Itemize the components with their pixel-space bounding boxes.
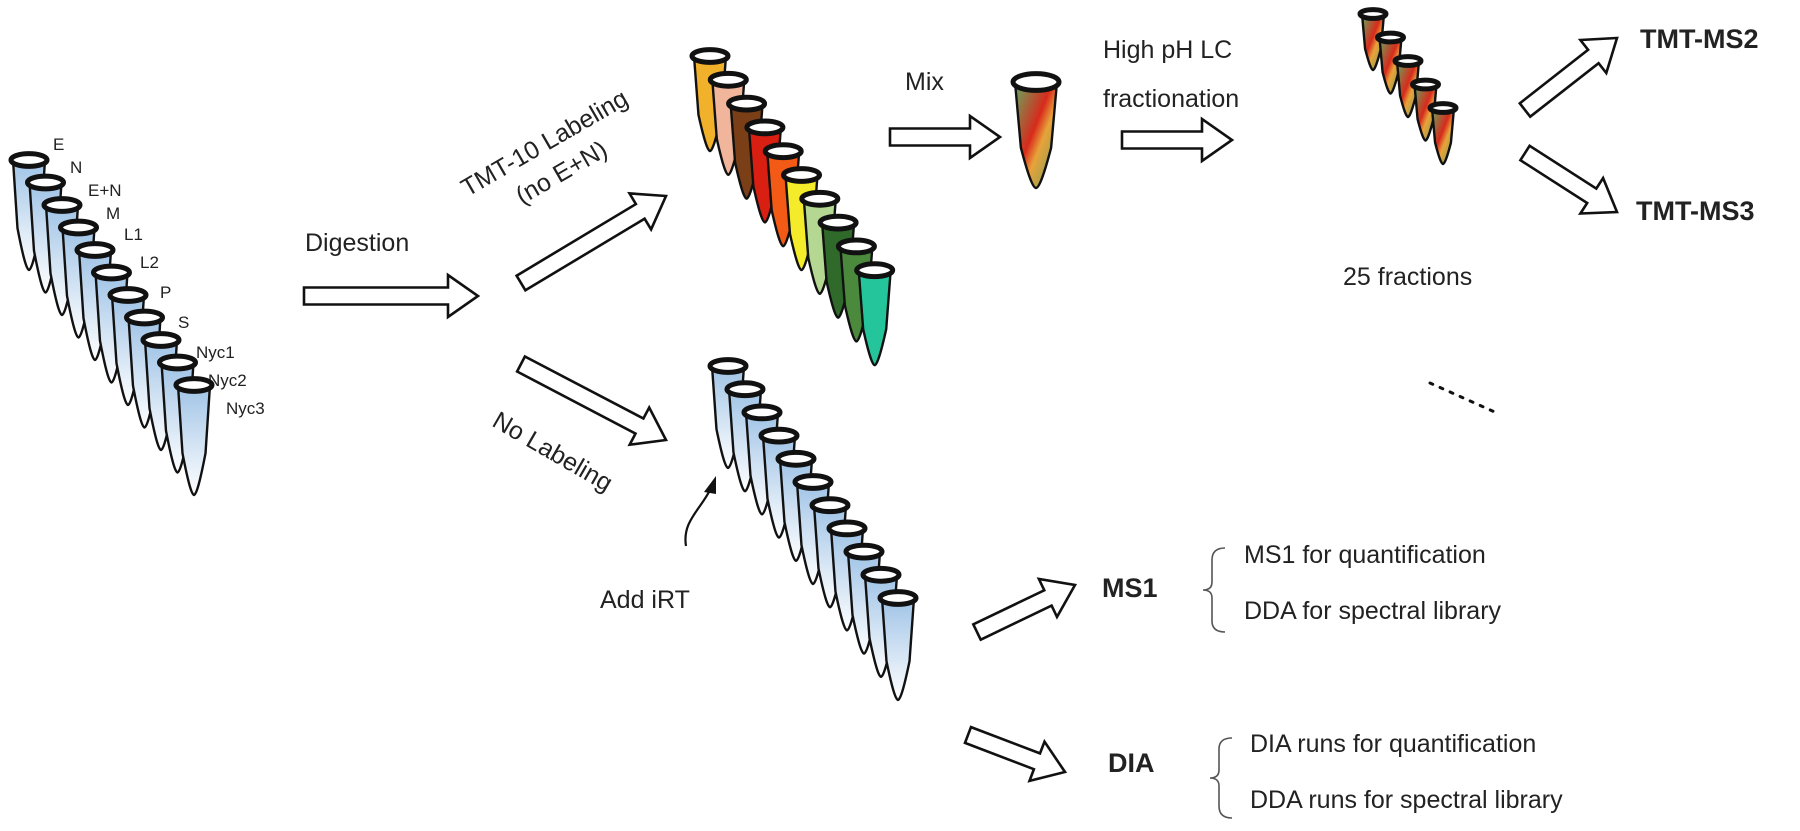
hollow-arrow-icon [302,272,481,320]
sample-label-e: E [53,135,64,154]
hollow-arrow-icon [888,113,1003,161]
mixed-tube [1010,71,1062,190]
hollow-arrow-icon [963,725,1068,783]
microtube-icon [173,376,215,497]
tmt-ms3-label: TMT-MS3 [1636,196,1755,226]
microtube-icon [1010,71,1062,190]
microtube-icon [1410,77,1441,142]
fractions-dots [1428,381,1499,415]
sample-label-p: P [160,283,171,302]
ms1-item-spectral-library: DDA for spectral library [1244,597,1502,625]
hollow-arrow-icon [1518,144,1619,215]
hollow-arrow-icon [1120,116,1235,164]
microtube-icon [854,261,896,367]
fractionation-line1: High pH LC [1103,36,1232,64]
sample-label-m: M [106,204,120,223]
arrows [302,36,1619,783]
sample-tubes [8,151,215,497]
sample-label-nyc2: Nyc2 [208,371,247,390]
ms1-brace-icon [1202,547,1226,633]
no-labeling-label: No Labeling [488,406,618,497]
sample-label-l1: L1 [124,225,143,244]
dia-label: DIA [1108,748,1155,778]
sample-label-s: S [178,313,189,332]
hollow-arrow-icon [515,354,669,447]
microtube-icon [1427,101,1459,166]
sample-label-nyc1: Nyc1 [196,343,235,362]
hollow-arrow-icon [971,577,1078,642]
ms1-item-quantification: MS1 for quantification [1244,541,1486,569]
hollow-arrow-icon [514,191,668,293]
tmt-ms2-label: TMT-MS2 [1640,24,1759,54]
tmt-labeling-label: TMT-10 Labeling (no E+N) [456,84,632,210]
mix-label: Mix [905,68,944,96]
sample-label-n: N [70,158,82,177]
sample-label-l2: L2 [140,253,159,272]
hollow-arrow-icon [1517,36,1619,119]
sample-labels: E N E+N M L1 L2 P S Nyc1 Nyc2 Nyc3 [53,135,265,418]
dia-item-spectral-library: DDA runs for spectral library [1250,786,1563,814]
curved-arrow-icon [684,476,716,547]
dia-item-quantification: DIA runs for quantification [1250,730,1536,758]
dia-brace-icon [1209,737,1233,819]
fraction-tubes [1357,7,1459,166]
no-labeling-text: No Labeling [488,406,618,497]
fractionation-line2: fractionation [1103,85,1239,113]
tmt-labeled-tubes [689,47,896,367]
microtube-icon [877,589,919,702]
sample-label-nyc3: Nyc3 [226,399,265,418]
fractions-count-label: 25 fractions [1343,263,1472,291]
digestion-label: Digestion [305,229,409,257]
ms1-label: MS1 [1102,573,1158,603]
add-irt-label: Add iRT [600,586,690,614]
microtube-icon [1375,30,1406,95]
sample-label-en: E+N [88,181,122,200]
unlabeled-tubes [707,357,919,702]
